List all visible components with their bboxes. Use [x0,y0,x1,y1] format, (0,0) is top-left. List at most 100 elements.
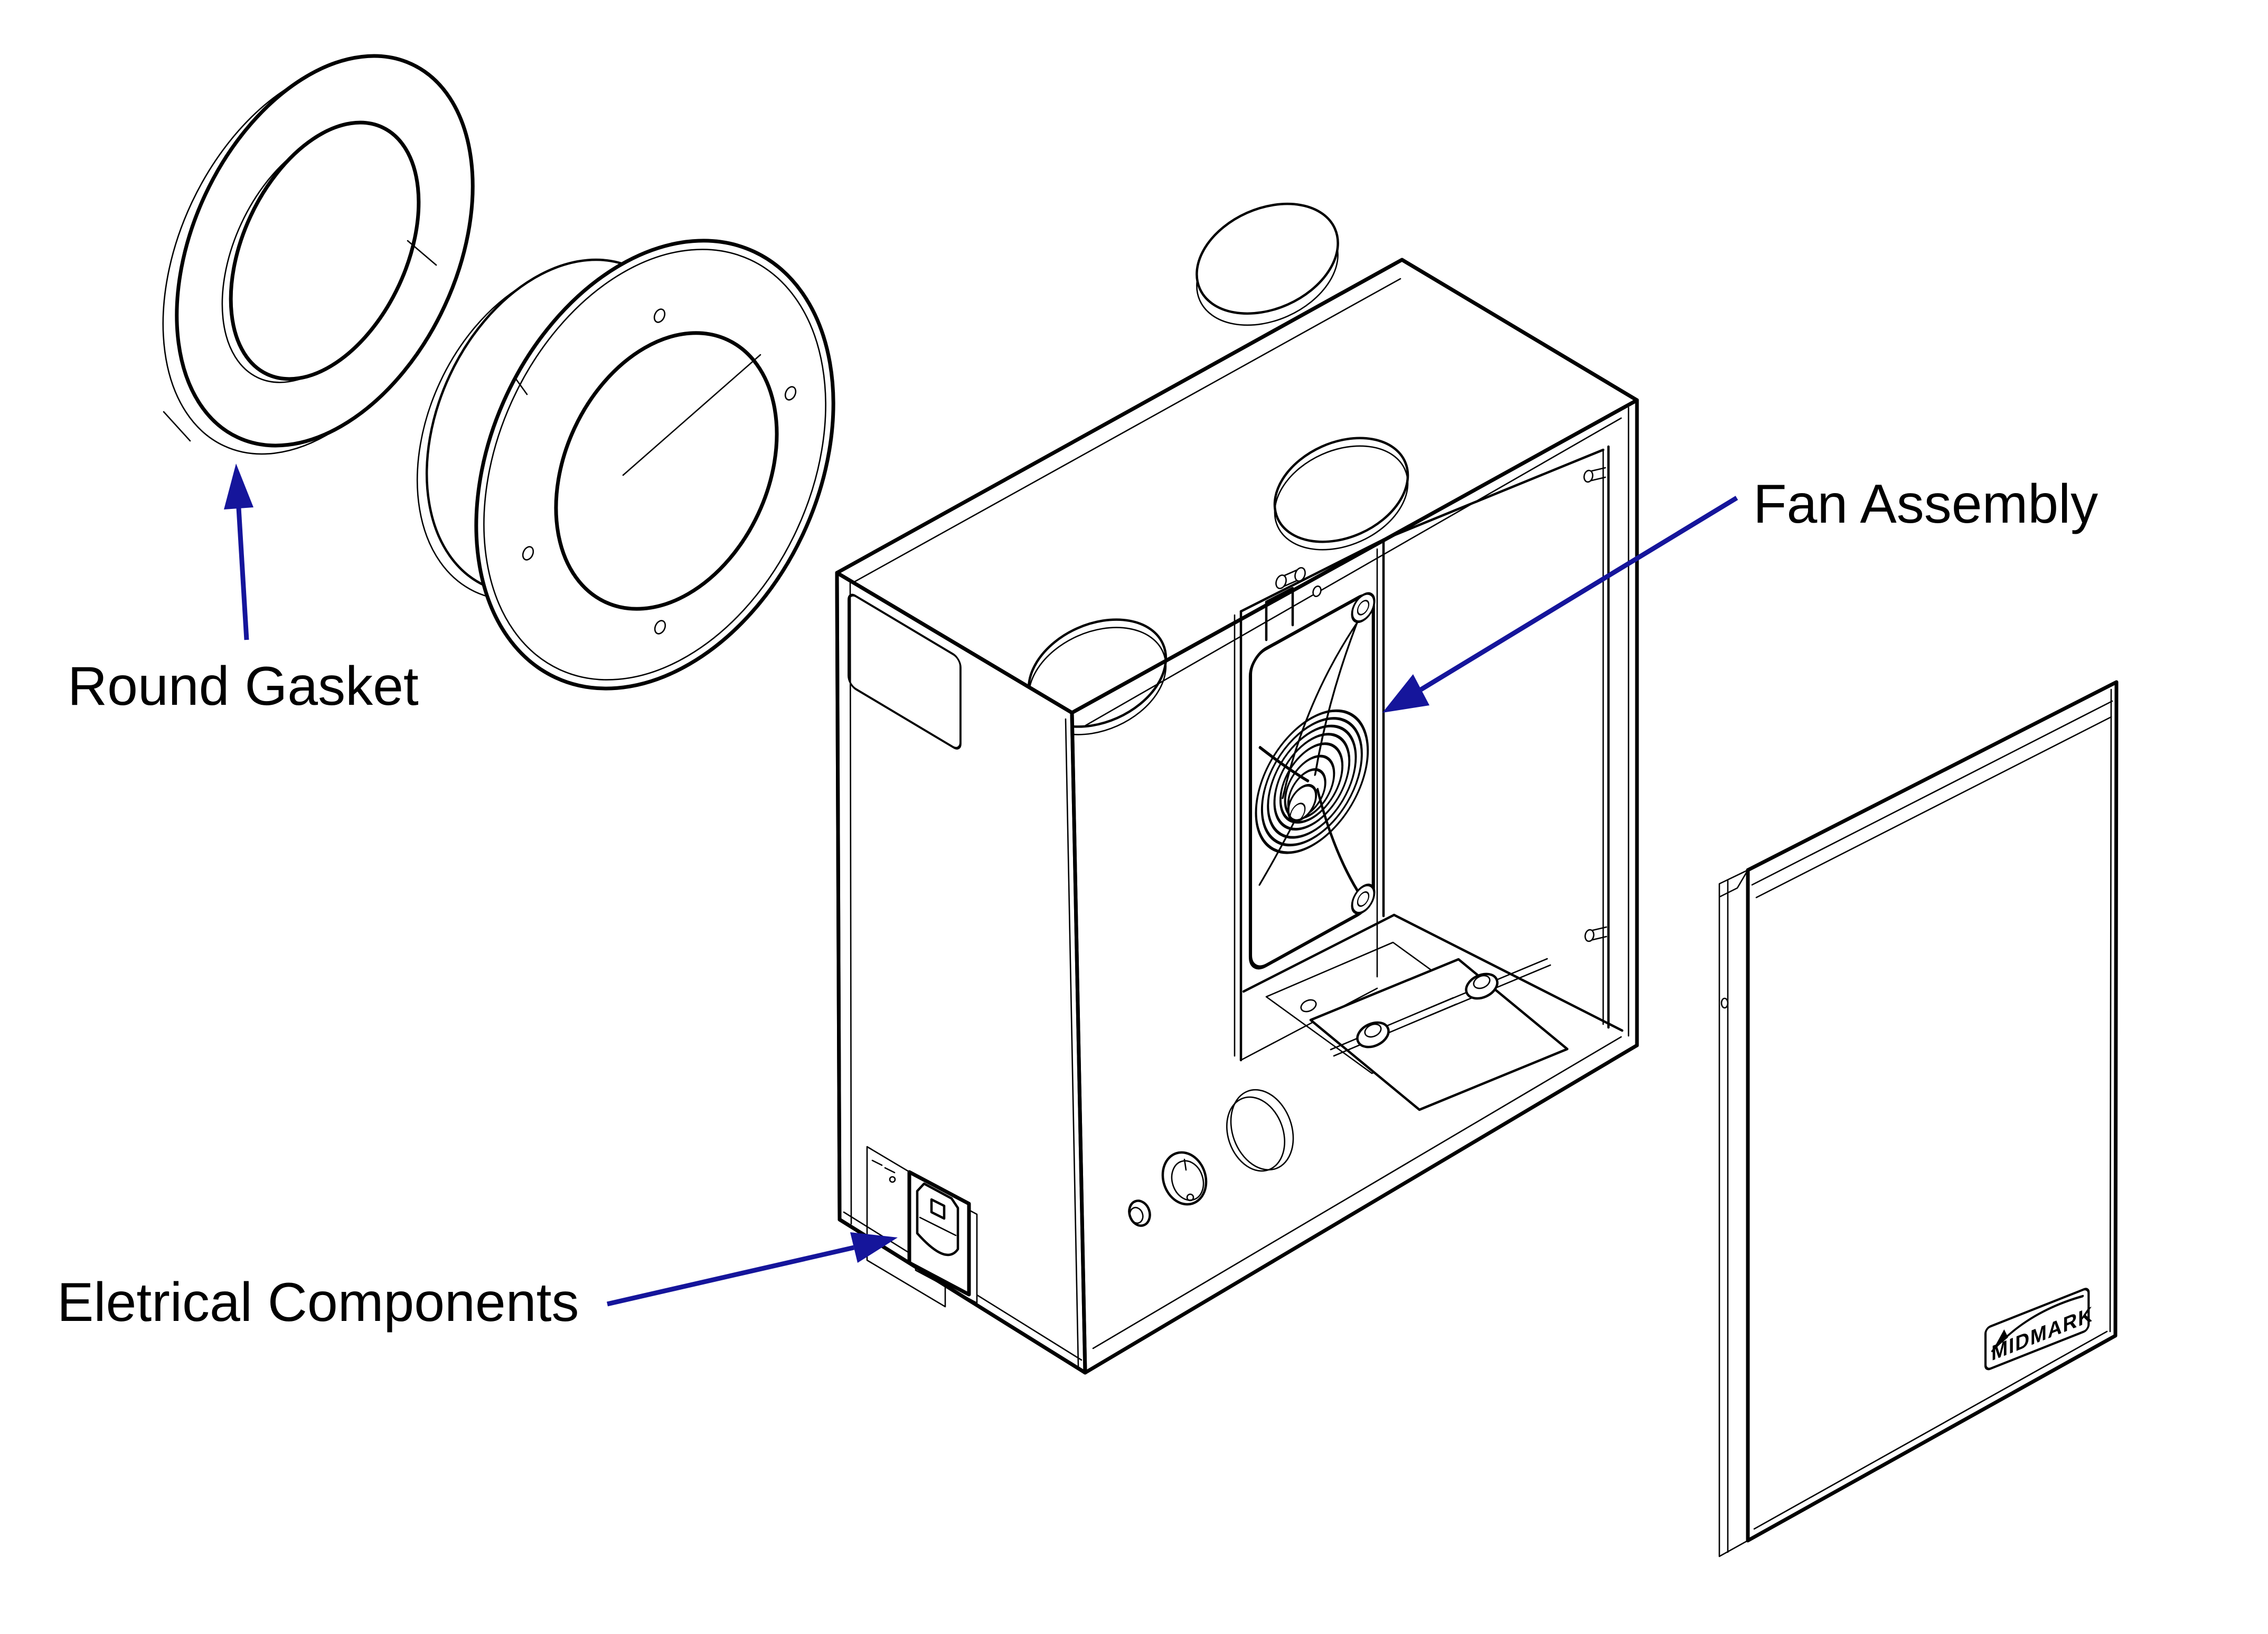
guard-ring [1260,717,1363,847]
screw-top [1364,1023,1382,1038]
cabinet-interior [1092,407,1630,1349]
floor-duct-hole-rim [1226,1096,1286,1172]
pin-line [1588,467,1606,473]
fan-screw [1351,592,1376,624]
plate-thumb-screw [1465,972,1499,1000]
swoosh-tail [1992,1329,2008,1351]
mark-dot [889,1176,896,1183]
guard-spoke [1314,610,1362,776]
gasket-seam-line [163,411,191,442]
mark-line [884,1167,896,1174]
fan-wall-base-line [1240,987,1378,1061]
panel-hem-hole [1720,997,1729,1009]
guard-ring [1255,709,1369,854]
fan-frame [1248,594,1375,970]
gasket-inner-edge [229,120,421,381]
flange-throat-line [622,354,761,476]
fan-guard-rings [1255,709,1369,854]
dial-outer [1161,1151,1208,1206]
guard-spoke [1258,745,1310,782]
fan-guard-spokes [1258,610,1364,899]
fan-assembly-arrowhead-icon [1382,674,1429,713]
electrical-components-arrowhead-icon [850,1232,898,1263]
pin-end [1583,469,1594,483]
electrical-components-part [866,1146,978,1308]
gasket-seam-line [407,240,437,266]
panel-face [1746,680,2119,1543]
dial-dot [1186,1193,1194,1202]
panel-right-fold-line [2109,688,2112,1333]
flange-screw-hole [653,308,666,323]
guard-ring [1284,754,1335,820]
pin-end [1584,929,1595,942]
cover-panel-part: MIDMARK [1718,680,2119,1557]
cabinet-bottom-front-edge [1083,1043,1639,1375]
stud-small [1312,585,1322,597]
pin-line [1588,476,1606,482]
flange-screw-hole [784,386,797,401]
flange-opening [554,331,779,611]
adjustment-dial [1161,1151,1208,1206]
mounting-flange-part [416,239,835,691]
guard-spoke [1316,788,1362,899]
fan-hub [1287,783,1317,823]
socket-pin [930,1198,946,1220]
top-vent-hole-right [1273,437,1409,551]
guard-ring [1273,733,1351,831]
fan-assembly-part [1248,592,1376,970]
dial-tick [1183,1158,1187,1171]
fan-mount-bracket [1265,567,1322,641]
round-gasket-label: Round Gasket [68,656,419,717]
fan-assembly-label: Fan Assembly [1753,474,2098,535]
ratings-marks [871,1159,896,1183]
panel-bottom-fold-line [1753,1330,2108,1530]
spec-label-plate [848,593,962,750]
stud-end [1275,574,1287,589]
stud-cap [1294,567,1306,582]
panel-top-notch [1719,869,1749,898]
front-corner-hem-line [1065,718,1079,1367]
plate-thumb-screw [1356,1021,1390,1049]
socket-lip-line [919,1216,957,1236]
spec-label-outline [848,593,962,750]
dial-inner [1171,1160,1204,1201]
opening-top-inset-line [1085,417,1622,726]
flange-seam-line [514,376,528,395]
fan-screw [1351,883,1376,915]
fan-corner-screws [1351,592,1376,915]
rail-hole-inner [1129,1206,1144,1224]
fan-assembly-leader-line [1419,496,1738,692]
knockout-face [1196,202,1339,315]
cabinet-front-outline [835,571,1087,1375]
callouts: Round Gasket Fan Assembly Eletrical Comp… [57,464,2098,1333]
screw-top [1473,975,1491,989]
flange-screw-hole [654,620,666,635]
pin-line [1589,926,1607,932]
vent-hole [1273,437,1409,543]
fan-screw-center [1357,891,1370,907]
guard-wire [1282,612,1364,799]
wall-pin-bottom [1584,926,1607,942]
pin-line [1589,936,1607,941]
flange-rim-line [483,249,826,681]
panel-left-hem [1718,869,1749,1557]
back-wall-base-edge [1242,913,1396,993]
right-wall-top-edge [1382,448,1605,541]
panel-top-fold-line [1751,700,2113,886]
access-plate-outline [1309,958,1569,1111]
panel-top-fold-line [1755,716,2112,899]
front-rail-hole [1128,1199,1151,1227]
wall-pin-top [1583,467,1606,483]
floor-duct-hole [1230,1089,1294,1171]
hub-inner [1290,802,1306,823]
cabinet-box-part [835,258,1639,1375]
electrical-components-label: Eletrical Components [57,1272,579,1333]
guard-ring [1267,724,1357,839]
front-face-hem-line [849,581,852,1225]
iec-power-inlet [907,1170,978,1304]
round-gasket-arrowhead-icon [224,464,253,509]
c14-socket-opening [916,1182,959,1257]
fan-wall-small-hole [1300,999,1317,1013]
floor-access-plate [1309,958,1569,1111]
